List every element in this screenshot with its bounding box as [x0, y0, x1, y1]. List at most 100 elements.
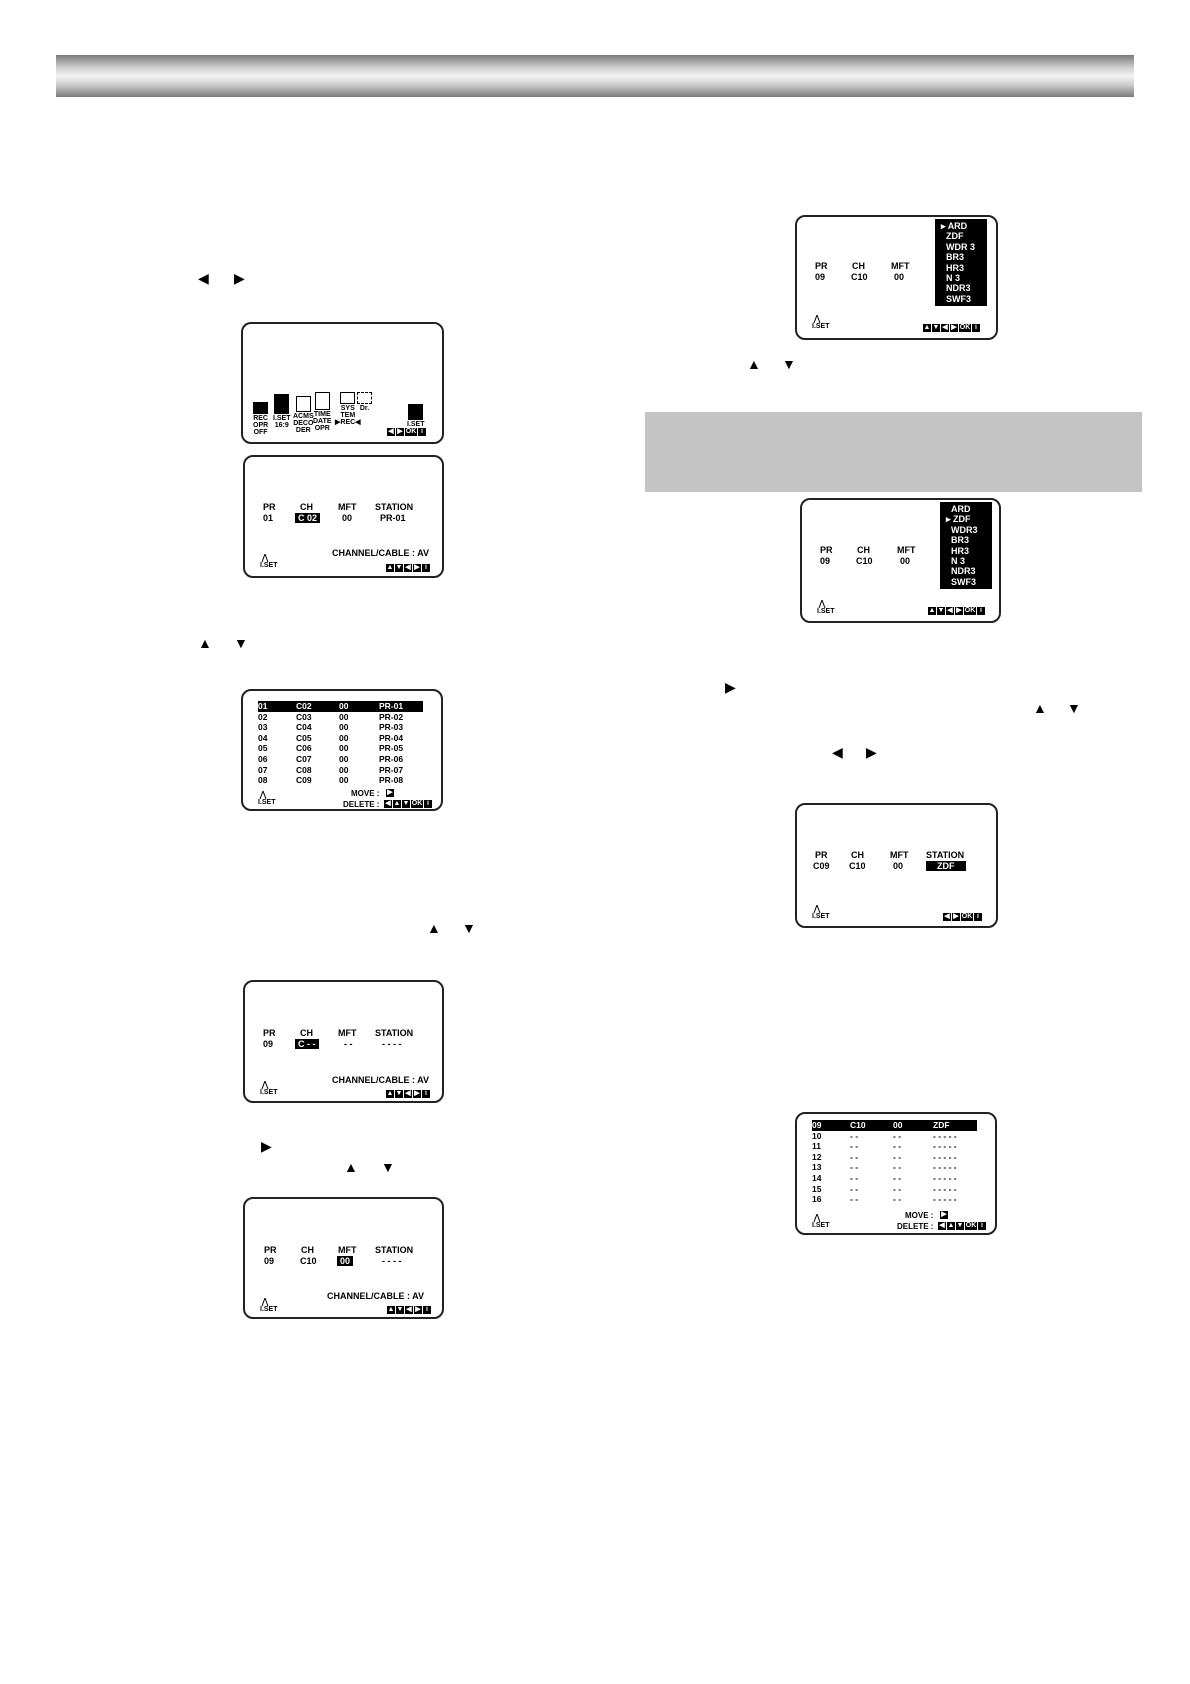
iset-icon: I.SET: [812, 1214, 830, 1229]
station-value: - - - -: [382, 1256, 402, 1266]
station-value: - - - -: [382, 1039, 402, 1049]
table-row[interactable]: 14- -- -- - - - -: [812, 1172, 957, 1183]
station-option[interactable]: N 3: [951, 556, 966, 567]
station-option[interactable]: ▸ ARD: [941, 221, 968, 231]
station-option[interactable]: WDR 3: [946, 241, 976, 252]
left-arrow-icon: ◀: [832, 744, 843, 760]
table-row[interactable]: 10- -- -- - - - -: [812, 1130, 957, 1141]
station-header: STATION: [375, 502, 414, 512]
station-option[interactable]: BR3: [951, 535, 970, 546]
iset-icon: I.SET: [258, 791, 276, 806]
ch-value: C 02: [295, 513, 321, 523]
station-option[interactable]: N 3: [946, 273, 961, 284]
rec-icon: REC OPR OFF: [253, 402, 268, 436]
table-row[interactable]: 15- -- -- - - - -: [812, 1183, 957, 1194]
station-option[interactable]: NDR3: [946, 283, 971, 294]
nav-controls: ▲▼◀▶i: [386, 1090, 430, 1098]
mft-value: - -: [344, 1039, 353, 1049]
mft-header: MFT: [338, 502, 357, 512]
table-row[interactable]: 13- -- -- - - - -: [812, 1162, 957, 1173]
iset-icon: I.SET: [812, 905, 830, 920]
station-option[interactable]: SWF3: [951, 576, 977, 587]
station-option[interactable]: ZDF: [946, 231, 964, 242]
header-bar: [56, 55, 1134, 97]
station-value: ZDF: [926, 861, 966, 871]
station-value: PR-01: [380, 513, 406, 523]
time-date-icon: TIME DATE OPR: [313, 392, 332, 432]
doctor-icon: Dr.: [357, 392, 372, 412]
table-row[interactable]: 16- -- -- - - - -: [812, 1194, 957, 1205]
right-arrow-icon: ▶: [261, 1138, 272, 1154]
mft-header: MFT: [338, 1028, 357, 1038]
station-option[interactable]: WDR3: [951, 524, 978, 535]
station-list-screen: PR CH MFT 09 C10 00 ARD ▸ ZDF WDR3 BR3 H…: [800, 498, 1001, 623]
table-row[interactable]: 11- -- -- - - - -: [812, 1141, 957, 1152]
delete-label: DELETE :: [897, 1222, 934, 1231]
down-arrow-icon: ▼: [462, 920, 476, 936]
new-channel-screen: PR CH MFT STATION 09 C - - - - - - - - C…: [243, 980, 444, 1103]
system-icon: SYS TEM ▶REC◀: [335, 392, 361, 426]
station-list-screen: PR CH MFT 09 C10 00 ▸ ARD ZDF WDR 3 BR3 …: [795, 215, 998, 340]
station-dropdown[interactable]: ▸ ARD ZDF WDR 3 BR3 HR3 N 3 NDR3 SWF3: [935, 219, 987, 307]
station-option[interactable]: HR3: [946, 262, 965, 273]
down-arrow-icon: ▼: [234, 635, 248, 651]
table-row[interactable]: 12- -- -- - - - -: [812, 1151, 957, 1162]
station-dropdown[interactable]: ARD ▸ ZDF WDR3 BR3 HR3 N 3 NDR3 SWF3: [940, 502, 992, 590]
station-option[interactable]: NDR3: [951, 566, 976, 577]
ch-value: C - -: [295, 1039, 319, 1049]
down-arrow-icon: ▼: [782, 356, 796, 372]
station-option[interactable]: ▸ ZDF: [946, 514, 971, 525]
down-arrow-icon: ▼: [381, 1159, 395, 1175]
mft-header: MFT: [891, 261, 910, 271]
station-option[interactable]: SWF3: [946, 293, 972, 304]
station-option[interactable]: HR3: [951, 545, 970, 556]
pr-header: PR: [820, 545, 833, 555]
iset-icon: I.SET: [812, 315, 830, 330]
ch-value: C10: [849, 861, 866, 871]
station-header: STATION: [375, 1245, 414, 1255]
pr-value: 09: [820, 556, 831, 566]
left-arrow-icon: ◀: [198, 270, 209, 286]
channel-cable-label: CHANNEL/CABLE : AV: [332, 1075, 429, 1085]
station-option[interactable]: ARD: [951, 504, 971, 514]
mft-header: MFT: [338, 1245, 357, 1255]
move-label: MOVE :: [905, 1211, 934, 1220]
iset-icon: I.SET: [817, 600, 835, 615]
move-control: ▶: [386, 789, 394, 797]
channel-cable-label: CHANNEL/CABLE : AV: [332, 548, 429, 558]
up-arrow-icon: ▲: [198, 635, 212, 651]
ch-value: C10: [851, 272, 868, 282]
mft-header: MFT: [897, 545, 916, 555]
iset-icon: I.SET: [260, 554, 278, 569]
pr-value: 01: [263, 513, 274, 523]
pr-value: C09: [813, 861, 830, 871]
station-header: STATION: [375, 1028, 414, 1038]
move-label: MOVE :: [351, 789, 380, 798]
pr-header: PR: [263, 502, 276, 512]
nav-controls: ▲▼◀▶i: [387, 1306, 431, 1314]
mft-value: 00: [900, 556, 911, 566]
station-option[interactable]: BR3: [946, 252, 965, 263]
pr-header: PR: [264, 1245, 277, 1255]
ch-header: CH: [851, 850, 864, 860]
pr-value: 09: [263, 1039, 274, 1049]
section-band: [645, 412, 1142, 492]
